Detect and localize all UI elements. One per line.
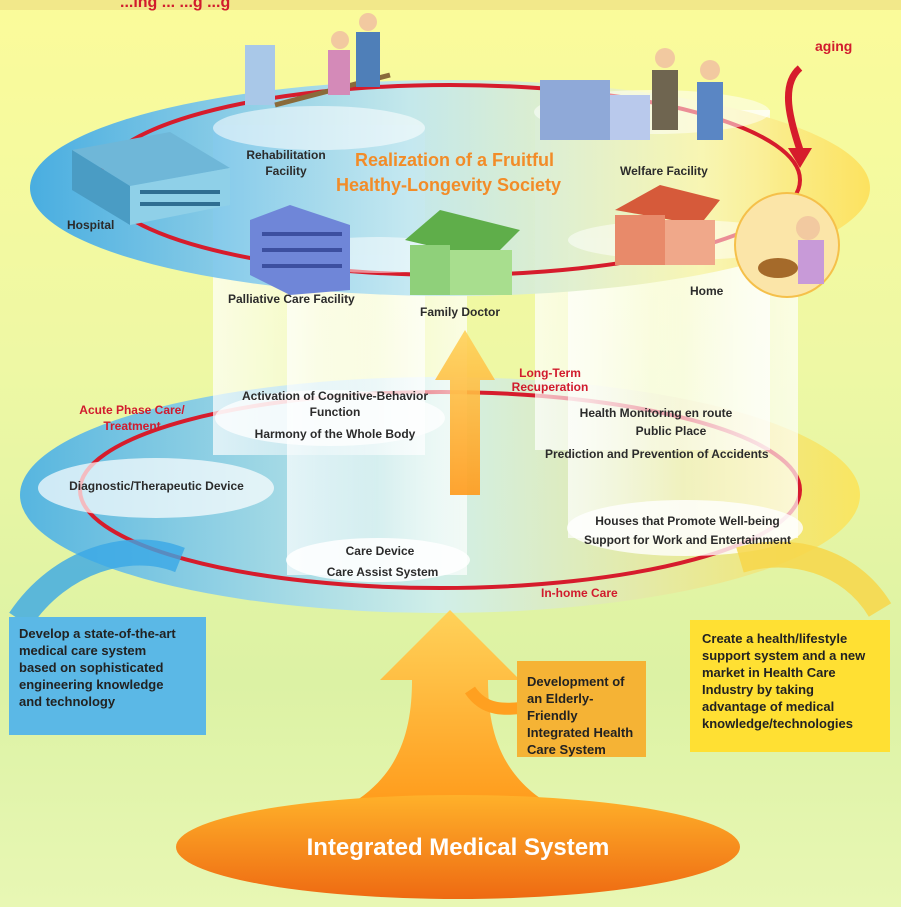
diagnostic-label: Diagnostic/Therapeutic Device	[69, 479, 244, 493]
main-up-arrow	[340, 610, 560, 810]
center-box-line: Development of	[527, 674, 625, 689]
welfare-facility-icon	[540, 48, 723, 140]
hospital-label: Hospital	[67, 218, 115, 232]
left-box-bg	[9, 617, 206, 735]
home-label: Home	[690, 284, 724, 298]
home-icon	[615, 185, 720, 265]
houses-disc	[567, 500, 803, 556]
right-box-line: Create a health/lifestyle	[702, 631, 848, 646]
acute-line2: Treatment	[103, 419, 161, 433]
family-doctor-label: Family Doctor	[420, 305, 501, 319]
left-box-line: medical care system	[19, 643, 147, 658]
rehab-label-1: Rehabilitation	[246, 148, 326, 162]
left-swoop-arrow	[9, 539, 185, 628]
right-box-line: market in Health Care	[702, 665, 836, 680]
elderly-cooking-icon	[734, 192, 840, 298]
center-box-line: Integrated Health	[527, 725, 634, 740]
left-info-box: Develop a state-of-the-art medical care …	[9, 617, 206, 735]
right-box-line: Industry by taking	[702, 682, 814, 697]
rehabilitation-icon	[245, 13, 391, 108]
right-box-bg	[690, 620, 890, 752]
header-partial-text: ...ing ... ...g ...g	[120, 0, 231, 11]
right-box-line: advantage of medical	[702, 699, 835, 714]
support-label: Support for Work and Entertainment	[583, 533, 792, 547]
care-device-label: Care Device	[345, 544, 415, 558]
aging-arrow	[784, 65, 804, 152]
left-box-line: engineering knowledge	[19, 677, 164, 692]
header-strip	[0, 0, 901, 10]
long-term-line1: Long-Term	[519, 366, 581, 380]
right-swoop-arrow	[736, 541, 892, 618]
palliative-facility-icon	[250, 205, 350, 295]
center-info-box: Development of an Elderly-Friendly Integ…	[517, 661, 646, 757]
health-monitoring-line2: Public Place	[635, 424, 707, 438]
hospital-icon	[72, 132, 230, 225]
activation-line2: Function	[309, 405, 361, 419]
left-box-line: Develop a state-of-the-art	[19, 626, 176, 641]
center-box-bg	[517, 661, 646, 757]
right-box-line: support system and a new	[702, 648, 866, 663]
title-line2: Healthy-Longevity Society	[336, 175, 562, 195]
left-box-line: based on sophisticated	[19, 660, 164, 675]
center-box-line: Care System	[527, 742, 606, 757]
prediction-label: Prediction and Prevention of Accidents	[545, 447, 769, 461]
activation-disc	[215, 390, 445, 446]
aging-label: aging	[815, 38, 853, 54]
title-line1: Realization of a Fruitful	[355, 150, 555, 170]
care-device-disc	[286, 538, 470, 582]
base-ellipse	[176, 795, 740, 899]
acute-line1: Acute Phase Care/	[79, 403, 185, 417]
health-monitoring-line1: Health Monitoring en route	[579, 406, 733, 420]
rehab-label-2: Facility	[265, 164, 307, 178]
long-term-line2: Recuperation	[511, 380, 589, 394]
harmony-label: Harmony of the Whole Body	[254, 427, 416, 441]
family-doctor-icon	[405, 210, 520, 295]
rehab-top	[213, 106, 425, 150]
right-box-line: knowledge/technologies	[702, 716, 853, 731]
welfare-label: Welfare Facility	[620, 164, 708, 178]
base-label: Integrated Medical System	[306, 834, 610, 861]
long-term-arrow	[435, 330, 495, 495]
aging-arrowhead	[788, 148, 812, 168]
activation-line1: Activation of Cognitive-Behavior	[241, 389, 429, 403]
right-info-box: Create a health/lifestyle support system…	[690, 620, 890, 752]
center-box-line: an Elderly-Friendly	[527, 691, 594, 723]
left-box-line: and technology	[19, 694, 116, 709]
care-assist-label: Care Assist System	[326, 565, 439, 579]
diagnostic-disc	[38, 458, 274, 518]
palliative-label: Palliative Care Facility	[228, 292, 355, 306]
in-home-label: In-home Care	[541, 586, 618, 600]
houses-label: Houses that Promote Well-being	[595, 514, 780, 528]
